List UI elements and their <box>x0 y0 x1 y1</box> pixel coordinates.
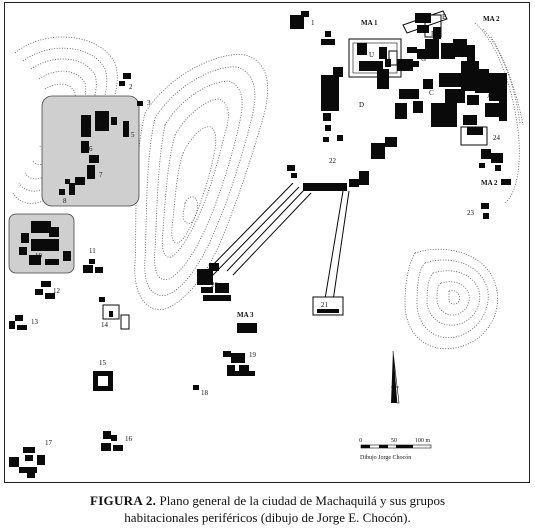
label-c: C <box>429 89 434 97</box>
label-14: 14 <box>101 321 109 329</box>
outlined-structures <box>102 10 488 330</box>
label-e: E <box>442 13 446 21</box>
caption-label: FIGURA 2. <box>89 493 157 508</box>
label-18: 18 <box>201 389 209 397</box>
map-frame: 0 50 100 m Dibujo Jorge Chocón 1 MA 1 E … <box>4 2 530 483</box>
label-u: U <box>369 51 374 59</box>
label-12: 12 <box>53 287 61 295</box>
label-10: 10 <box>35 252 43 260</box>
structures <box>9 11 511 478</box>
north-arrow-icon <box>391 350 400 404</box>
causeways <box>204 182 350 302</box>
label-23: 23 <box>467 209 475 217</box>
label-13: 13 <box>31 318 39 326</box>
label-7: 7 <box>99 171 103 179</box>
label-f: F <box>431 30 435 38</box>
label-24: 24 <box>493 134 501 142</box>
label-b: B <box>470 114 475 122</box>
drawing-credit: Dibujo Jorge Chocón <box>360 455 411 461</box>
label-d: D <box>359 101 364 109</box>
scale-tick-50: 50 <box>391 438 397 444</box>
scale-tick-0: 0 <box>359 438 362 444</box>
label-4: 4 <box>97 119 101 127</box>
structure-21 <box>312 296 344 316</box>
label-6: 6 <box>89 145 93 153</box>
scale-bar: 0 50 100 m Dibujo Jorge Chocón <box>359 438 432 461</box>
label-2: 2 <box>129 83 133 91</box>
label-ma3: MA 3 <box>237 311 254 319</box>
label-11: 11 <box>89 247 96 255</box>
label-16: 16 <box>125 435 133 443</box>
label-20: 20 <box>211 281 219 289</box>
scale-tick-100: 100 m <box>415 438 431 444</box>
label-17: 17 <box>45 439 53 447</box>
caption-line-1: FIGURA 2. Plano general de la ciudad de … <box>0 492 535 509</box>
label-3: 3 <box>147 99 151 107</box>
label-a: A <box>487 92 492 100</box>
label-h: H <box>455 50 460 58</box>
label-21: 21 <box>321 301 329 309</box>
caption-text-1: Plano general de la ciudad de Machaquilá… <box>159 493 446 508</box>
map-labels: 1 MA 1 E F U G H MA 2 C D A B 24 22 MA 2… <box>31 13 501 447</box>
label-ma2: MA 2 <box>481 179 498 187</box>
label-9: 9 <box>49 231 53 239</box>
site-map: 0 50 100 m Dibujo Jorge Chocón 1 MA 1 E … <box>8 10 524 478</box>
label-19: 19 <box>249 351 257 359</box>
label-15: 15 <box>99 359 107 367</box>
label-ma1: MA 1 <box>361 19 378 27</box>
label-22: 22 <box>329 157 337 165</box>
label-1: 1 <box>311 19 315 27</box>
figure-caption: FIGURA 2. Plano general de la ciudad de … <box>0 492 535 526</box>
caption-text-2: habitacionales periféricos (dibujo de Jo… <box>124 510 411 525</box>
label-g: G <box>421 55 426 63</box>
label-ma2-top: MA 2 <box>483 15 500 23</box>
label-5: 5 <box>131 131 135 139</box>
label-8: 8 <box>63 197 67 205</box>
